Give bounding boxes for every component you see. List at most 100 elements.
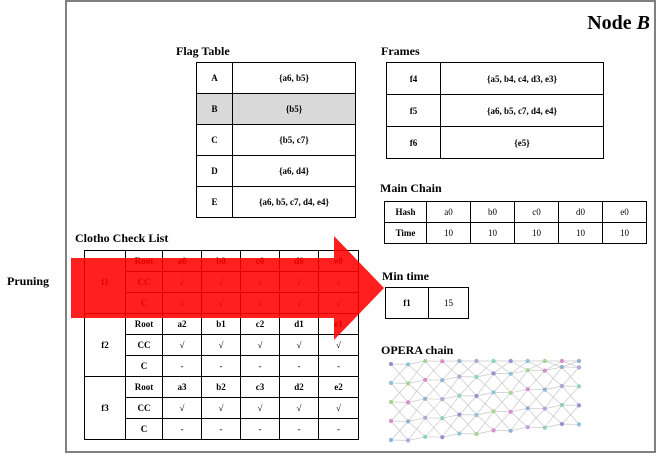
- opera-edge: [544, 366, 562, 371]
- opera-edge: [442, 433, 460, 438]
- opera-edge: [407, 379, 426, 403]
- flag-key: E: [196, 186, 233, 218]
- opera-edge: [459, 414, 477, 434]
- opera-node: [559, 383, 565, 389]
- opera-edge: [476, 373, 494, 378]
- opera-edge: [407, 360, 426, 384]
- opera-node: [457, 374, 462, 379]
- time-label: Time: [384, 222, 427, 244]
- clotho-cell: -: [318, 355, 359, 377]
- clotho-cell: e2: [318, 376, 359, 398]
- opera-edge: [424, 379, 443, 400]
- opera-node: [542, 387, 547, 392]
- opera-node: [576, 384, 582, 389]
- opera-node: [491, 358, 496, 364]
- hash-value: d0: [558, 201, 603, 223]
- clotho-row: CC√√√√√: [85, 334, 359, 356]
- opera-node: [474, 374, 479, 380]
- min-time-table: f1 15: [385, 287, 469, 319]
- clotho-cell: -: [318, 418, 359, 440]
- opera-node: [474, 431, 479, 437]
- opera-node: [559, 402, 565, 408]
- opera-edge: [408, 436, 426, 441]
- opera-edge: [442, 360, 460, 381]
- flag-table: A{a6, b5}B{b5}C{b5, c7}D{a6, d4}E{a6, b5…: [196, 62, 356, 218]
- clotho-row: f2Roota2b1c2d1e1: [84, 313, 359, 377]
- time-value: 10: [470, 222, 515, 244]
- opera-node: [440, 416, 445, 421]
- opera-edge: [544, 404, 563, 428]
- opera-edge: [442, 376, 460, 381]
- opera-edge: [424, 398, 443, 419]
- flag-table-row: D{a6, d4}: [196, 155, 356, 187]
- opera-edge: [476, 360, 494, 374]
- opera-node: [388, 418, 394, 424]
- opera-node: [423, 377, 428, 382]
- opera-edge: [544, 423, 562, 428]
- clotho-cell: c3: [240, 376, 280, 398]
- clotho-cell: -: [201, 355, 241, 377]
- opera-node: [542, 406, 547, 411]
- opera-node: [491, 390, 496, 395]
- opera-edge: [561, 386, 580, 406]
- min-time-frame: f1: [385, 287, 429, 319]
- opera-edge: [527, 360, 545, 371]
- opera-edge: [493, 360, 511, 374]
- opera-edge: [476, 360, 494, 378]
- opera-node: [474, 358, 479, 364]
- clotho-cell: √: [279, 397, 319, 419]
- opera-node: [405, 362, 411, 367]
- opera-node: [474, 412, 479, 418]
- hash-value: c0: [514, 201, 559, 223]
- frame-value: {a6, b5, c7, d4, e4}: [440, 94, 604, 127]
- opera-node: [525, 387, 530, 392]
- opera-node: [457, 431, 462, 436]
- opera-node: [440, 378, 445, 383]
- flag-key: A: [196, 62, 233, 94]
- opera-edge: [544, 385, 562, 390]
- opera-node: [491, 409, 496, 414]
- time-value: 10: [514, 222, 559, 244]
- opera-edge: [476, 373, 494, 397]
- clotho-frame: f3: [84, 376, 126, 440]
- frame-key: f4: [386, 62, 441, 95]
- min-time-title: Min time: [382, 269, 429, 283]
- opera-edge: [544, 360, 563, 368]
- opera-node: [508, 409, 513, 414]
- clotho-cell: -: [279, 355, 319, 377]
- pruning-label: Pruning: [7, 274, 50, 288]
- clotho-cell: d2: [279, 376, 319, 398]
- clotho-row: C-----: [85, 355, 359, 377]
- opera-node: [457, 358, 462, 364]
- clotho-cell: -: [162, 355, 202, 377]
- clotho-row-label: Root: [125, 376, 163, 398]
- opera-node: [423, 434, 428, 439]
- flag-table-row: E{a6, b5, c7, d4, e4}: [196, 186, 356, 218]
- flag-table-row: B{b5}: [196, 93, 356, 125]
- opera-edge: [408, 379, 426, 384]
- clotho-cell: √: [162, 397, 202, 419]
- opera-edge: [544, 385, 563, 409]
- opera-edge: [459, 376, 477, 396]
- opera-edge: [424, 417, 443, 438]
- opera-edge: [442, 395, 460, 400]
- flag-key: B: [196, 93, 233, 125]
- opera-title: OPERA chain: [381, 343, 454, 357]
- opera-node: [388, 380, 394, 386]
- hash-label: Hash: [384, 201, 427, 223]
- opera-edge: [510, 407, 528, 413]
- opera-node: [542, 425, 547, 430]
- frames-title: Frames: [381, 44, 420, 58]
- clotho-cell: √: [318, 397, 359, 419]
- opera-edge: [510, 369, 528, 375]
- opera-node: [423, 415, 428, 420]
- frame-key: f6: [386, 126, 441, 159]
- opera-node: [423, 358, 428, 364]
- flag-value: {b5, c7}: [232, 124, 356, 156]
- opera-node: [525, 425, 530, 430]
- opera-node: [508, 358, 513, 364]
- opera-edge: [561, 360, 580, 368]
- clotho-row: CC√√√√√: [85, 397, 359, 419]
